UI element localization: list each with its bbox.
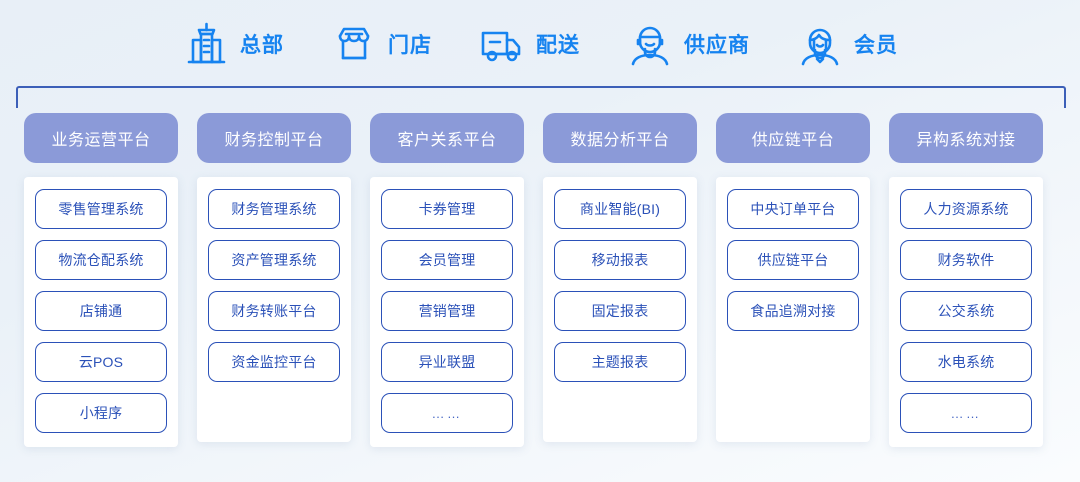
supplier-person-icon <box>626 20 674 68</box>
list-item[interactable]: 云POS <box>35 342 167 382</box>
list-item-more[interactable]: …… <box>381 393 513 433</box>
list-item[interactable]: 移动报表 <box>554 240 686 280</box>
column-body: 零售管理系统 物流仓配系统 店铺通 云POS 小程序 <box>24 177 178 447</box>
column-header[interactable]: 异构系统对接 <box>889 113 1043 163</box>
column-header[interactable]: 数据分析平台 <box>543 113 697 163</box>
grouping-bracket <box>16 86 1066 108</box>
actor-store: 门店 <box>330 20 432 68</box>
platform-column-business-operations: 业务运营平台 零售管理系统 物流仓配系统 店铺通 云POS 小程序 <box>24 113 178 447</box>
list-item[interactable]: 财务管理系统 <box>208 189 340 229</box>
list-item[interactable]: 供应链平台 <box>727 240 859 280</box>
list-item[interactable]: 小程序 <box>35 393 167 433</box>
actor-member: 会员 <box>796 20 898 68</box>
list-item[interactable]: 商业智能(BI) <box>554 189 686 229</box>
list-item[interactable]: 会员管理 <box>381 240 513 280</box>
list-item[interactable]: 资金监控平台 <box>208 342 340 382</box>
actor-label: 供应商 <box>684 34 750 57</box>
actor-row: 总部 门店 配送 <box>0 0 1080 88</box>
column-body: 卡券管理 会员管理 营销管理 异业联盟 …… <box>370 177 524 447</box>
column-body: 商业智能(BI) 移动报表 固定报表 主题报表 <box>543 177 697 442</box>
list-item[interactable]: 店铺通 <box>35 291 167 331</box>
list-item[interactable]: 水电系统 <box>900 342 1032 382</box>
list-item[interactable]: 异业联盟 <box>381 342 513 382</box>
column-body: 中央订单平台 供应链平台 食品追溯对接 <box>716 177 870 442</box>
actor-headquarters: 总部 <box>182 20 284 68</box>
actor-label: 总部 <box>240 34 284 57</box>
list-item[interactable]: 物流仓配系统 <box>35 240 167 280</box>
column-header[interactable]: 财务控制平台 <box>197 113 351 163</box>
platform-column-data-analysis: 数据分析平台 商业智能(BI) 移动报表 固定报表 主题报表 <box>543 113 697 447</box>
column-header[interactable]: 客户关系平台 <box>370 113 524 163</box>
actor-label: 配送 <box>536 34 580 57</box>
list-item[interactable]: 食品追溯对接 <box>727 291 859 331</box>
platform-columns: 业务运营平台 零售管理系统 物流仓配系统 店铺通 云POS 小程序 财务控制平台… <box>24 113 1056 447</box>
actor-label: 门店 <box>388 34 432 57</box>
delivery-truck-icon <box>478 20 526 68</box>
office-building-icon <box>182 20 230 68</box>
column-body: 人力资源系统 财务软件 公交系统 水电系统 …… <box>889 177 1043 447</box>
platform-column-heterogeneous-integration: 异构系统对接 人力资源系统 财务软件 公交系统 水电系统 …… <box>889 113 1043 447</box>
list-item[interactable]: 财务转账平台 <box>208 291 340 331</box>
list-item[interactable]: 中央订单平台 <box>727 189 859 229</box>
list-item[interactable]: 营销管理 <box>381 291 513 331</box>
list-item[interactable]: 固定报表 <box>554 291 686 331</box>
storefront-icon <box>330 20 378 68</box>
platform-column-customer-relations: 客户关系平台 卡券管理 会员管理 营销管理 异业联盟 …… <box>370 113 524 447</box>
list-item[interactable]: 主题报表 <box>554 342 686 382</box>
list-item-more[interactable]: …… <box>900 393 1032 433</box>
column-header[interactable]: 供应链平台 <box>716 113 870 163</box>
member-person-icon <box>796 20 844 68</box>
list-item[interactable]: 卡券管理 <box>381 189 513 229</box>
actor-label: 会员 <box>854 34 898 57</box>
platform-column-financial-control: 财务控制平台 财务管理系统 资产管理系统 财务转账平台 资金监控平台 <box>197 113 351 447</box>
list-item[interactable]: 零售管理系统 <box>35 189 167 229</box>
list-item[interactable]: 公交系统 <box>900 291 1032 331</box>
list-item[interactable]: 人力资源系统 <box>900 189 1032 229</box>
actor-delivery: 配送 <box>478 20 580 68</box>
column-header[interactable]: 业务运营平台 <box>24 113 178 163</box>
platform-column-supply-chain: 供应链平台 中央订单平台 供应链平台 食品追溯对接 <box>716 113 870 447</box>
list-item[interactable]: 资产管理系统 <box>208 240 340 280</box>
list-item[interactable]: 财务软件 <box>900 240 1032 280</box>
column-body: 财务管理系统 资产管理系统 财务转账平台 资金监控平台 <box>197 177 351 442</box>
actor-supplier: 供应商 <box>626 20 750 68</box>
